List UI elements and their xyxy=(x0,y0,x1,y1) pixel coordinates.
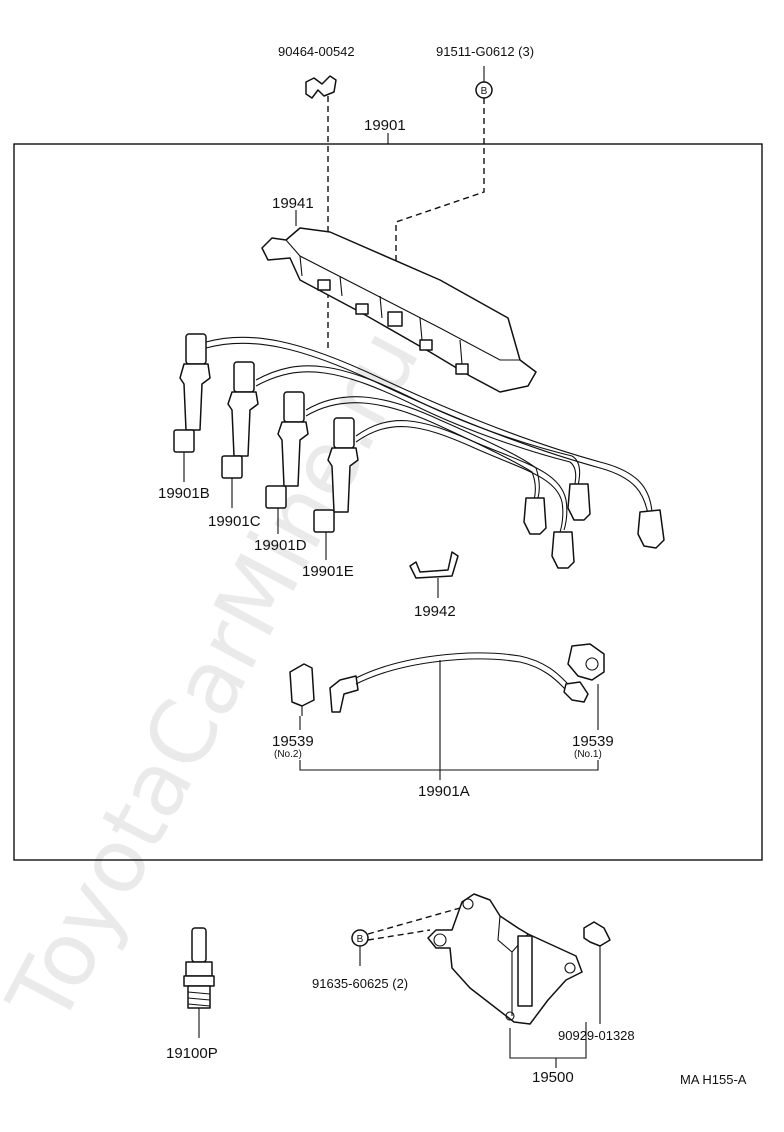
clamp-part xyxy=(409,551,459,579)
dash-bolt-bottom xyxy=(367,907,461,941)
label-set-main: 19901 xyxy=(364,117,406,134)
bracket-igniter xyxy=(509,1022,587,1059)
bolt-marker-top: B xyxy=(481,86,488,97)
label-clamp: 19942 xyxy=(414,603,456,620)
bolt-marker-bottom: B xyxy=(357,934,364,945)
label-plug-right: 19539 xyxy=(572,733,614,750)
diagram-code: MA H155-A xyxy=(680,1072,747,1087)
cord-d-part xyxy=(265,391,309,509)
cord-b-part xyxy=(173,333,211,453)
label-clip-top: 90464-00542 xyxy=(278,44,355,59)
label-bolt-bottom: 91635-60625 (2) xyxy=(312,976,408,991)
cord-connectors xyxy=(523,483,665,569)
spark-plug-part xyxy=(183,927,215,1016)
label-plug-left-no: (No.2) xyxy=(274,749,302,760)
label-igniter: 19500 xyxy=(532,1069,574,1086)
holder-part xyxy=(261,227,537,393)
cord-e-part xyxy=(313,417,359,533)
label-cord-b: 19901B xyxy=(158,485,210,502)
clip-top-part xyxy=(305,75,337,99)
label-cord-c: 19901C xyxy=(208,513,261,530)
label-bolt-top: 91511-G0612 (3) xyxy=(436,44,534,59)
label-spark-plug: 19100P xyxy=(166,1045,218,1062)
label-plug-left: 19539 xyxy=(272,733,314,750)
label-cord-e: 19901E xyxy=(302,563,354,580)
clip-bottom-part xyxy=(583,921,611,947)
label-cord-a: 19901A xyxy=(418,783,470,800)
cord-c-part xyxy=(221,361,259,479)
label-clip-bottom: 90929-01328 xyxy=(558,1028,635,1043)
label-plug-right-no: (No.1) xyxy=(574,749,602,760)
label-cord-d: 19901D xyxy=(254,537,307,554)
igniter-part xyxy=(427,893,583,1025)
cord-a-part xyxy=(289,643,605,716)
cord-wires xyxy=(205,336,653,533)
label-holder: 19941 xyxy=(272,195,314,212)
bracket-cord-a xyxy=(299,760,599,771)
